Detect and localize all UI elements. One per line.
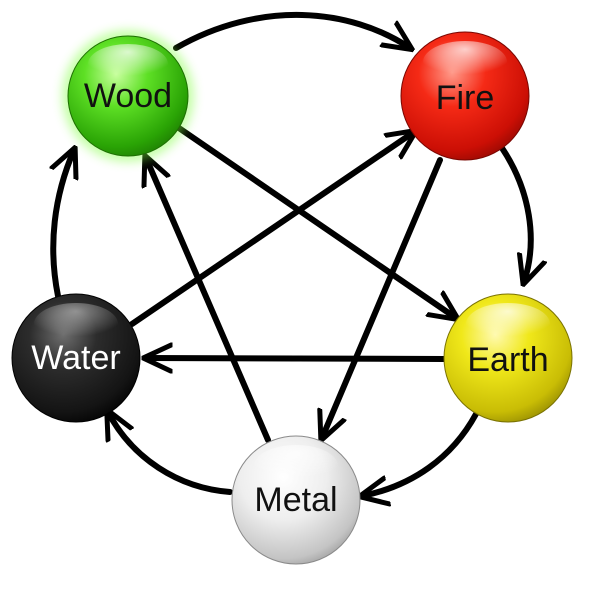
wood-label: Wood xyxy=(84,77,172,115)
arrow-water-to-wood xyxy=(53,150,74,299)
node-fire: Fire xyxy=(400,31,530,161)
arrow-fire-to-earth xyxy=(499,145,531,282)
water-label: Water xyxy=(31,339,120,377)
arrow-metal-to-water xyxy=(108,412,233,495)
arrow-fire-to-metal xyxy=(322,157,443,438)
metal-label: Metal xyxy=(254,481,337,519)
node-metal: Metal xyxy=(231,435,361,565)
fire-label: Fire xyxy=(436,79,495,117)
arrow-water-to-fire xyxy=(129,132,414,327)
arrow-metal-to-wood xyxy=(146,158,271,443)
controlling-cycle xyxy=(129,123,456,443)
generating-cycle xyxy=(53,11,531,496)
earth-label: Earth xyxy=(467,341,548,379)
arrow-earth-to-metal xyxy=(362,411,479,496)
arrow-wood-to-fire xyxy=(173,11,410,48)
arrow-earth-to-water xyxy=(146,358,447,359)
arrow-wood-to-earth xyxy=(173,123,456,318)
node-water: Water xyxy=(11,293,141,423)
node-wood: Wood xyxy=(62,30,194,162)
node-earth: Earth xyxy=(443,293,573,423)
